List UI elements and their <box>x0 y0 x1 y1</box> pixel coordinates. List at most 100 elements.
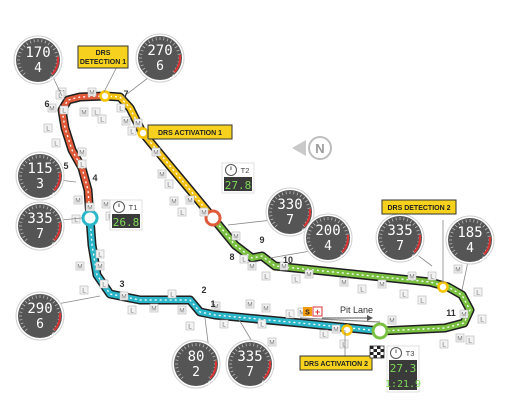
marker-letter: L <box>322 332 326 339</box>
marker-letter: M <box>233 234 238 241</box>
callout-text: DRS <box>96 50 111 57</box>
marker-box <box>99 279 109 289</box>
marker-letter: L <box>130 308 134 315</box>
marker-box <box>79 285 89 295</box>
corner-number: 11 <box>446 308 456 318</box>
gauge-delta: -0.6 <box>50 333 61 339</box>
timer-value: 26.8 <box>113 216 140 229</box>
marker-letter: L <box>260 322 264 329</box>
drs-callout: DRS DETECTION 1 <box>77 45 129 69</box>
marker-box <box>164 179 174 189</box>
marker-box <box>473 287 483 297</box>
marker-box <box>331 324 341 334</box>
marker-box <box>285 309 295 319</box>
gauge-speed: 290 <box>27 301 52 317</box>
marker-letter: L <box>119 106 123 113</box>
marker-letter: M <box>151 306 156 313</box>
marker-letter: L <box>188 324 192 331</box>
marker-box <box>185 195 195 205</box>
marker-letter: M <box>247 302 252 309</box>
pit-lane-label: Pit Lane <box>340 305 373 315</box>
timer-value: 27.3 <box>390 362 417 375</box>
marker-letter: L <box>46 126 50 133</box>
marker-box <box>77 159 87 169</box>
drs-point-3 <box>437 281 449 293</box>
marker-letter: M <box>263 306 268 313</box>
pit-speed-icon <box>303 307 312 316</box>
corner-number: 9 <box>259 235 264 245</box>
marker-box <box>377 279 387 289</box>
gauge-gear: 7 <box>396 239 404 254</box>
marker-box <box>151 147 161 157</box>
callout-text: DETECTION 1 <box>80 59 126 66</box>
gauge-delta: 0.1 <box>52 243 61 249</box>
corner-number: 10 <box>283 255 293 265</box>
marker-letter: L <box>80 162 84 169</box>
gauge-delta: -1.5 <box>480 257 491 263</box>
gauge-delta: 0.1 <box>262 381 271 387</box>
marker-box <box>47 103 57 113</box>
marker-box <box>75 261 85 271</box>
marker-box <box>97 114 107 124</box>
marker-letter: M <box>187 198 192 205</box>
marker-letter: L <box>98 252 102 259</box>
gauge-delta: -1.0 <box>50 193 61 199</box>
marker-box <box>261 303 271 313</box>
marker-letter: M <box>269 340 274 347</box>
gauge-speed: 115 <box>27 161 52 177</box>
marker-letter: L <box>222 322 226 329</box>
marker-letter: M <box>179 308 184 315</box>
marker-box <box>85 202 95 212</box>
gauge-gear: 2 <box>192 365 200 380</box>
callout-text: DRS ACTIVATION 2 <box>304 361 368 368</box>
marker-letter: M <box>461 312 466 319</box>
marker-letter: L <box>180 210 184 217</box>
t3-node <box>371 322 389 340</box>
drs-callout: DRS DETECTION 2 <box>381 199 457 215</box>
compass-letter: N <box>315 141 324 156</box>
marker-box <box>245 299 255 309</box>
marker-box <box>87 87 97 97</box>
marker-letter: M <box>201 210 206 217</box>
corner-number: 3 <box>119 279 124 289</box>
marker-letter: M <box>389 318 394 325</box>
drs-point-4 <box>341 324 353 336</box>
gauge-gear: 3 <box>36 177 44 192</box>
marker-box <box>133 118 143 128</box>
marker-letter: M <box>75 198 80 205</box>
timer-label: T2 <box>241 166 250 175</box>
marker-box <box>79 107 89 117</box>
marker-box <box>261 271 271 281</box>
marker-box <box>121 116 131 126</box>
marker-letter: L <box>102 282 106 289</box>
t2-node <box>204 209 222 227</box>
marker-box <box>127 305 137 315</box>
pit-lane: S + Pit Lane <box>303 305 373 321</box>
marker-box <box>167 289 177 299</box>
gauge-gear: 7 <box>286 213 294 228</box>
lap-time: 1:21.9 <box>385 379 421 390</box>
marker-letter: M <box>299 310 304 317</box>
gauge-speed: 335 <box>387 223 412 239</box>
corner-number: 6 <box>44 99 49 109</box>
gauge-speed: 330 <box>277 197 302 213</box>
marker-box <box>169 196 179 206</box>
marker-letter: L <box>170 292 174 299</box>
t1-node <box>81 209 99 227</box>
marker-letter: L <box>242 257 246 264</box>
marker-letter: L <box>288 312 292 319</box>
gauge-gear: 7 <box>246 365 254 380</box>
marker-box <box>51 138 61 148</box>
marker-letter: L <box>100 117 104 124</box>
marker-letter: M <box>213 304 218 311</box>
marker-box <box>157 169 167 179</box>
compass-icon: N <box>292 136 332 160</box>
speed-gauges: 1704-0.22706-1.51153-1.033570.133070.120… <box>13 33 495 389</box>
marker-letter: L <box>82 288 86 295</box>
marker-letter: M <box>281 264 286 271</box>
marker-box <box>199 207 209 217</box>
